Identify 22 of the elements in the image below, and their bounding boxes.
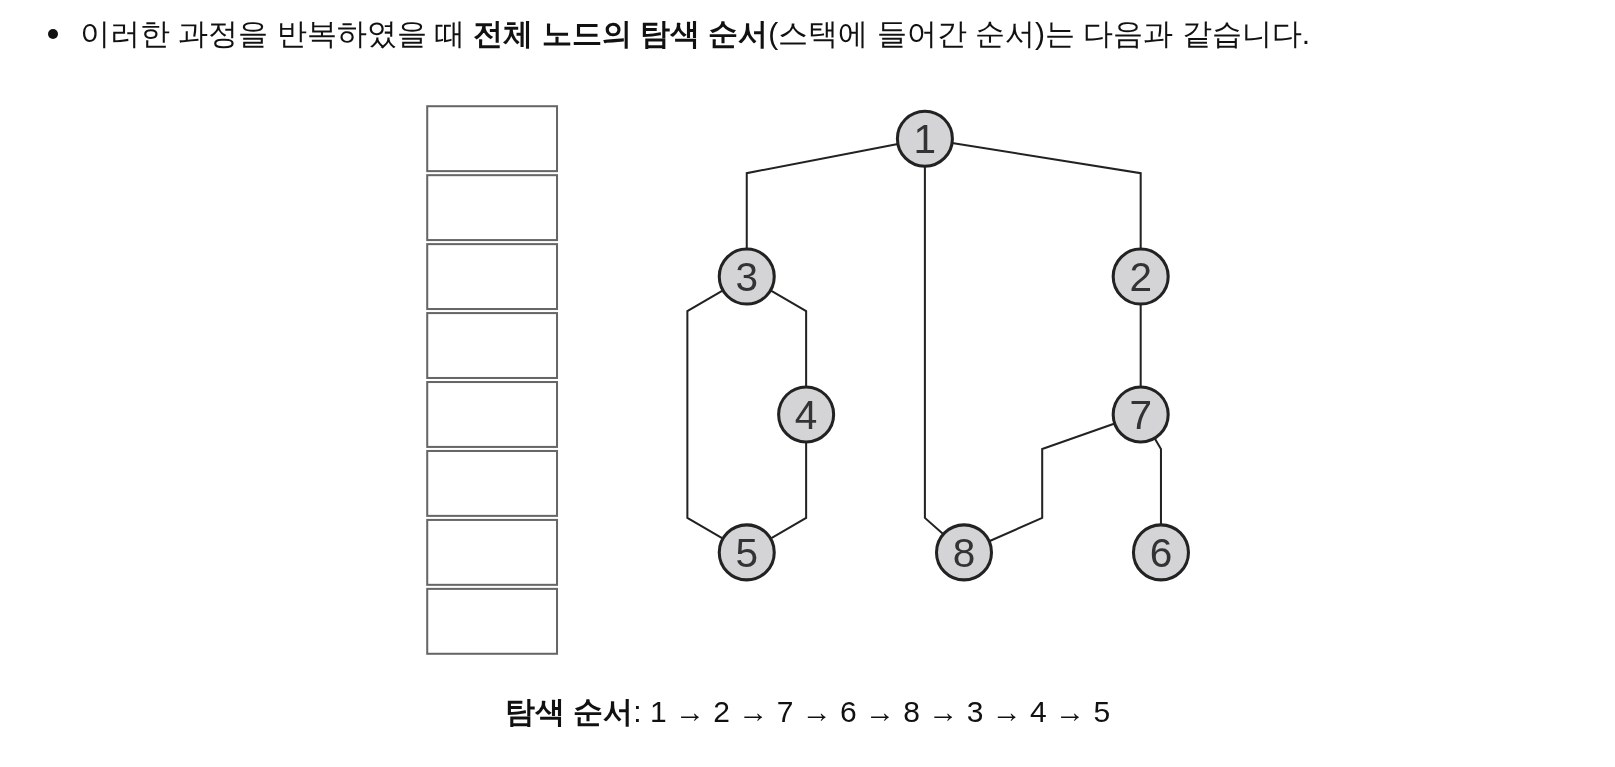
stack-cell bbox=[425, 449, 558, 517]
stack-cell bbox=[425, 105, 558, 173]
stack-cell bbox=[425, 243, 558, 311]
graph-node-circle: 8 bbox=[934, 523, 993, 582]
stack-cell bbox=[425, 518, 558, 586]
stack-cell bbox=[425, 587, 558, 655]
graph-node-circle: 4 bbox=[776, 385, 835, 444]
graph-node-circle: 1 bbox=[895, 109, 954, 168]
connector-line bbox=[1139, 304, 1142, 387]
connector-line bbox=[686, 289, 724, 540]
graph-node-circle: 5 bbox=[717, 523, 776, 582]
graph-node-circle: 6 bbox=[1131, 523, 1190, 582]
graph-node-circle: 3 bbox=[717, 247, 776, 306]
connector-line bbox=[1153, 437, 1162, 525]
stack-cell bbox=[425, 174, 558, 242]
stack-cell bbox=[425, 381, 558, 448]
bullet-text: 이러한 과정을 반복하였을 때 전체 노드의 탐색 순서(스택에 들어간 순서)는 다음과 같습니다. bbox=[80, 16, 1310, 52]
graph-node-circle: 2 bbox=[1111, 247, 1170, 306]
caption: 탐색 순서: 1 → 2 → 7 → 6 → 8 → 3 → 4 → 5 bbox=[504, 694, 1111, 730]
stack-cell bbox=[425, 312, 558, 379]
graph-node-circle: 7 bbox=[1111, 385, 1170, 444]
connector-line bbox=[923, 166, 944, 535]
